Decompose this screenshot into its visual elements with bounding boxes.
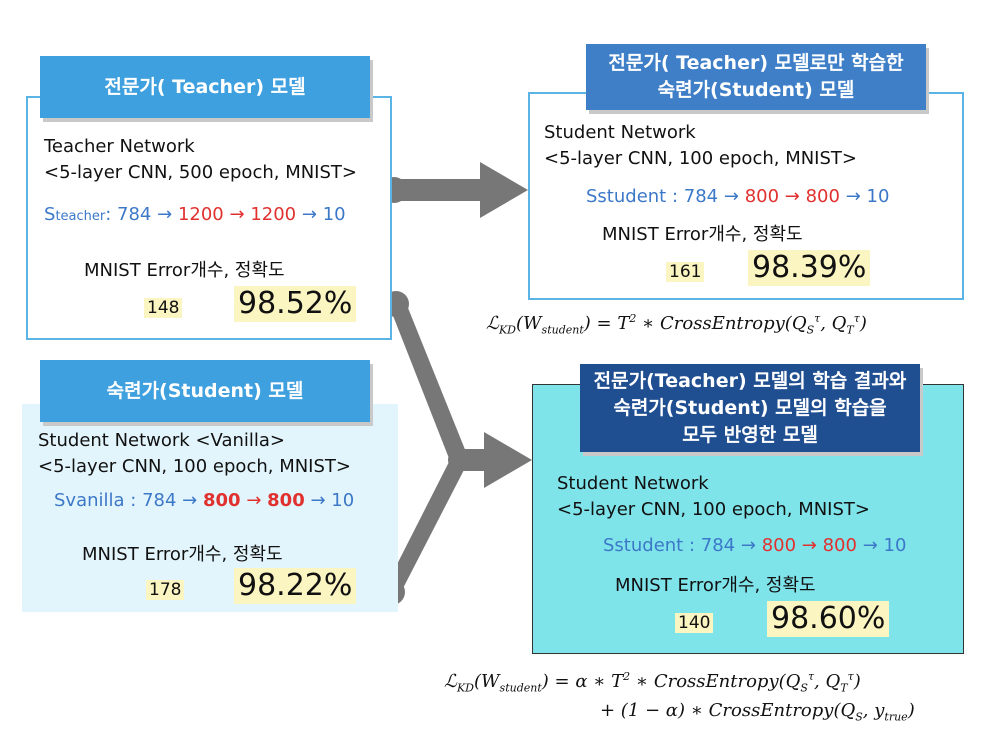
vanilla-config: <5-layer CNN, 100 epoch, MNIST> bbox=[38, 456, 351, 477]
teacher-metric-label: MNIST Error개수, 정확도 bbox=[84, 260, 285, 281]
teacher-network-label: Teacher Network bbox=[44, 136, 195, 157]
kd-header-line2: 숙련가(Student) 모델의 학습을 bbox=[613, 396, 887, 419]
kd-network-label: Student Network bbox=[557, 473, 709, 494]
kd-loss-equation-simple: ℒKD(Wstudent) = T2 ∗ CrossEntropy(QSτ, Q… bbox=[486, 312, 867, 337]
student1-header-line1: 전문가( Teacher) 모델로만 학습한 bbox=[608, 52, 904, 74]
vanilla-student-header: 숙련가(Student) 모델 bbox=[40, 360, 370, 422]
kd-header-line3: 모두 반영한 모델 bbox=[682, 423, 818, 446]
connector-line-top bbox=[394, 179, 484, 201]
vanilla-architecture: Svanilla : 784 → 800 → 800 → 10 bbox=[54, 490, 355, 511]
student1-header-line2: 숙련가(Student) 모델 bbox=[657, 79, 855, 101]
kd-error-count: 140 bbox=[675, 613, 714, 633]
teacher-model-box: Teacher Network <5-layer CNN, 500 epoch,… bbox=[26, 96, 392, 340]
vanilla-error-count: 178 bbox=[146, 580, 185, 600]
student1-config: <5-layer CNN, 100 epoch, MNIST> bbox=[544, 148, 857, 169]
kd-header-line1: 전문가(Teacher) 모델의 학습 결과와 bbox=[593, 369, 907, 392]
kd-loss-equation-line1: ℒKD(Wstudent) = α ∗ T2 ∗ CrossEntropy(QS… bbox=[444, 670, 861, 695]
vanilla-network-label: Student Network <Vanilla> bbox=[38, 430, 286, 451]
student-teacher-only-header: 전문가( Teacher) 모델로만 학습한 숙련가(Student) 모델 bbox=[586, 44, 926, 110]
vanilla-accuracy: 98.22% bbox=[234, 568, 357, 604]
kd-architecture: Sstudent : 784 → 800 → 800 → 10 bbox=[603, 535, 907, 556]
connector-line-lower bbox=[386, 456, 466, 598]
student1-accuracy: 98.39% bbox=[748, 250, 871, 286]
teacher-model-header: 전문가( Teacher) 모델 bbox=[40, 56, 370, 118]
student1-network-label: Student Network bbox=[544, 122, 696, 143]
student1-architecture: Sstudent : 784 → 800 → 800 → 10 bbox=[586, 186, 890, 207]
teacher-config: <5-layer CNN, 500 epoch, MNIST> bbox=[44, 162, 357, 183]
vanilla-header-text: 숙련가(Student) 모델 bbox=[106, 379, 304, 402]
teacher-error-count: 148 bbox=[144, 298, 183, 318]
student1-error-count: 161 bbox=[666, 262, 705, 282]
connector-line-kd bbox=[459, 449, 489, 471]
kd-student-header: 전문가(Teacher) 모델의 학습 결과와 숙련가(Student) 모델의… bbox=[580, 364, 920, 452]
connector-line-upper bbox=[390, 298, 466, 466]
kd-loss-equation-line2: + (1 − α) ∗ CrossEntropy(QS, ytrue) bbox=[600, 700, 915, 724]
kd-accuracy: 98.60% bbox=[767, 601, 890, 637]
teacher-accuracy: 98.52% bbox=[234, 286, 357, 322]
vanilla-student-box: Student Network <Vanilla> <5-layer CNN, … bbox=[22, 404, 398, 612]
student1-metric-label: MNIST Error개수, 정확도 bbox=[602, 224, 803, 245]
connector-arrowhead-top bbox=[480, 162, 528, 218]
kd-config: <5-layer CNN, 100 epoch, MNIST> bbox=[557, 499, 870, 520]
connector-arrowhead-kd bbox=[484, 432, 532, 488]
teacher-architecture: Steacher: 784 → 1200 → 1200 → 10 bbox=[44, 204, 346, 225]
vanilla-metric-label: MNIST Error개수, 정확도 bbox=[82, 544, 283, 565]
kd-metric-label: MNIST Error개수, 정확도 bbox=[615, 575, 816, 596]
teacher-header-text: 전문가( Teacher) 모델 bbox=[104, 75, 306, 98]
student-teacher-only-box: Student Network <5-layer CNN, 100 epoch,… bbox=[528, 92, 964, 300]
